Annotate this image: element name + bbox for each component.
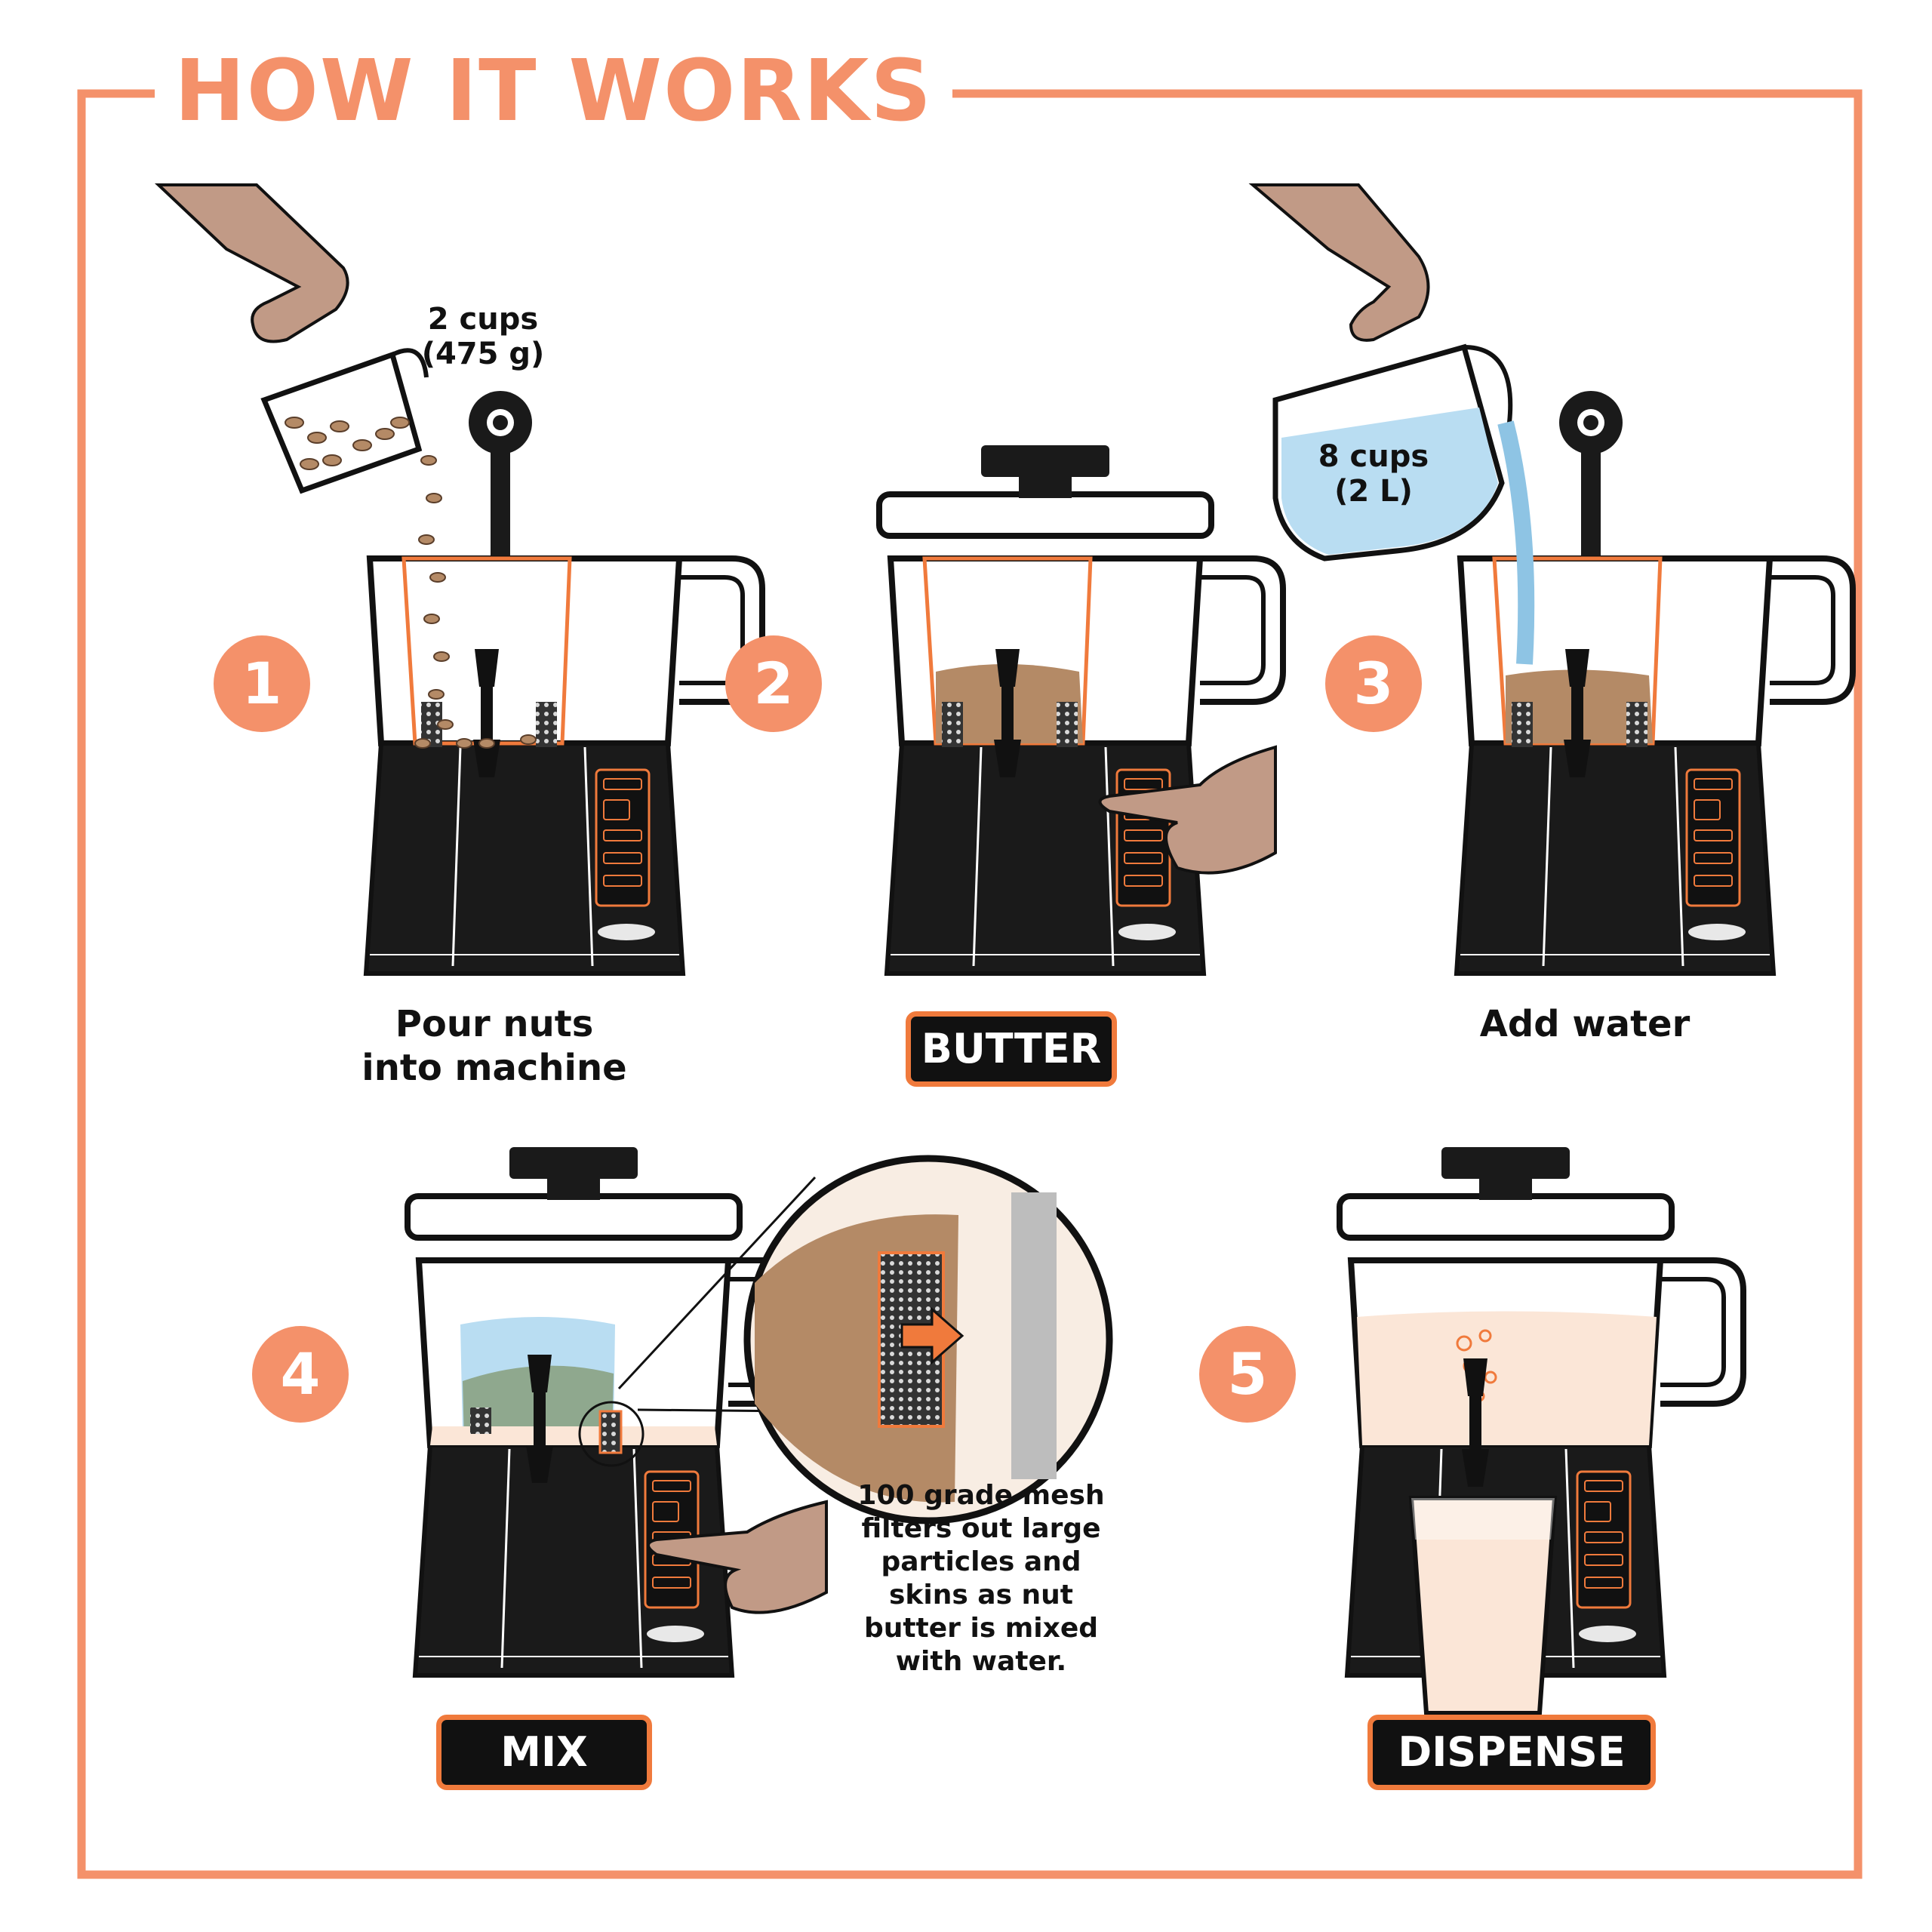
hand-icon — [154, 183, 349, 343]
frame-border — [77, 89, 1863, 1879]
step-3-machine — [1457, 391, 1853, 974]
step-1-amount-line2: (475 g) — [421, 337, 545, 371]
step-1-amount-line1: 2 cups — [427, 302, 539, 337]
mesh-note-line: butter is mixed — [863, 1613, 1099, 1644]
mesh-note-line: 100 grade mesh — [857, 1480, 1105, 1511]
step-2-number: 2 — [725, 635, 822, 732]
mix-button[interactable]: MIX — [436, 1715, 652, 1790]
step-2-machine — [879, 445, 1283, 974]
step-1-caption-line2: into machine — [361, 1047, 627, 1089]
pointing-finger-icon — [1098, 745, 1277, 875]
arrow-icon — [900, 1306, 964, 1365]
step-1-caption: Pour nuts into machine — [347, 1002, 641, 1090]
butter-button[interactable]: BUTTER — [906, 1011, 1117, 1087]
nuts — [414, 455, 537, 749]
mesh-note-line: particles and — [881, 1546, 1081, 1577]
magnifier-icon — [617, 1155, 1113, 1524]
mesh-note-line: skins as nut — [888, 1580, 1074, 1611]
step-1-amount: 2 cups (475 g) — [408, 302, 558, 371]
step-1-caption-line1: Pour nuts — [395, 1003, 594, 1045]
step-1-number: 1 — [214, 635, 310, 732]
hand-icon-3 — [1248, 183, 1430, 342]
dispense-button[interactable]: DISPENSE — [1367, 1715, 1656, 1790]
step-4-machine — [408, 1147, 811, 1675]
step-5-number: 5 — [1199, 1326, 1296, 1423]
water-pitcher-icon — [1272, 343, 1535, 665]
measuring-cup-icon — [260, 348, 429, 494]
step-3-amount-line1: 8 cups — [1318, 439, 1429, 474]
mesh-note: 100 grade mesh filters out large particl… — [815, 1479, 1147, 1678]
step-3-caption: Add water — [1479, 1003, 1690, 1045]
step-1-machine — [366, 391, 762, 974]
step-3-amount: 8 cups (2 L) — [1291, 439, 1457, 509]
step-5-machine — [1340, 1147, 1743, 1675]
step-3-number: 3 — [1325, 635, 1422, 732]
glass-icon — [1408, 1496, 1558, 1715]
page-title: HOW IT WORKS — [155, 35, 952, 148]
pointing-finger-icon-4 — [647, 1500, 828, 1614]
mesh-note-line: filters out large — [861, 1513, 1101, 1544]
mesh-note-line: with water. — [895, 1646, 1067, 1677]
step-3-amount-line2: (2 L) — [1334, 474, 1413, 509]
step-4-number: 4 — [252, 1326, 349, 1423]
